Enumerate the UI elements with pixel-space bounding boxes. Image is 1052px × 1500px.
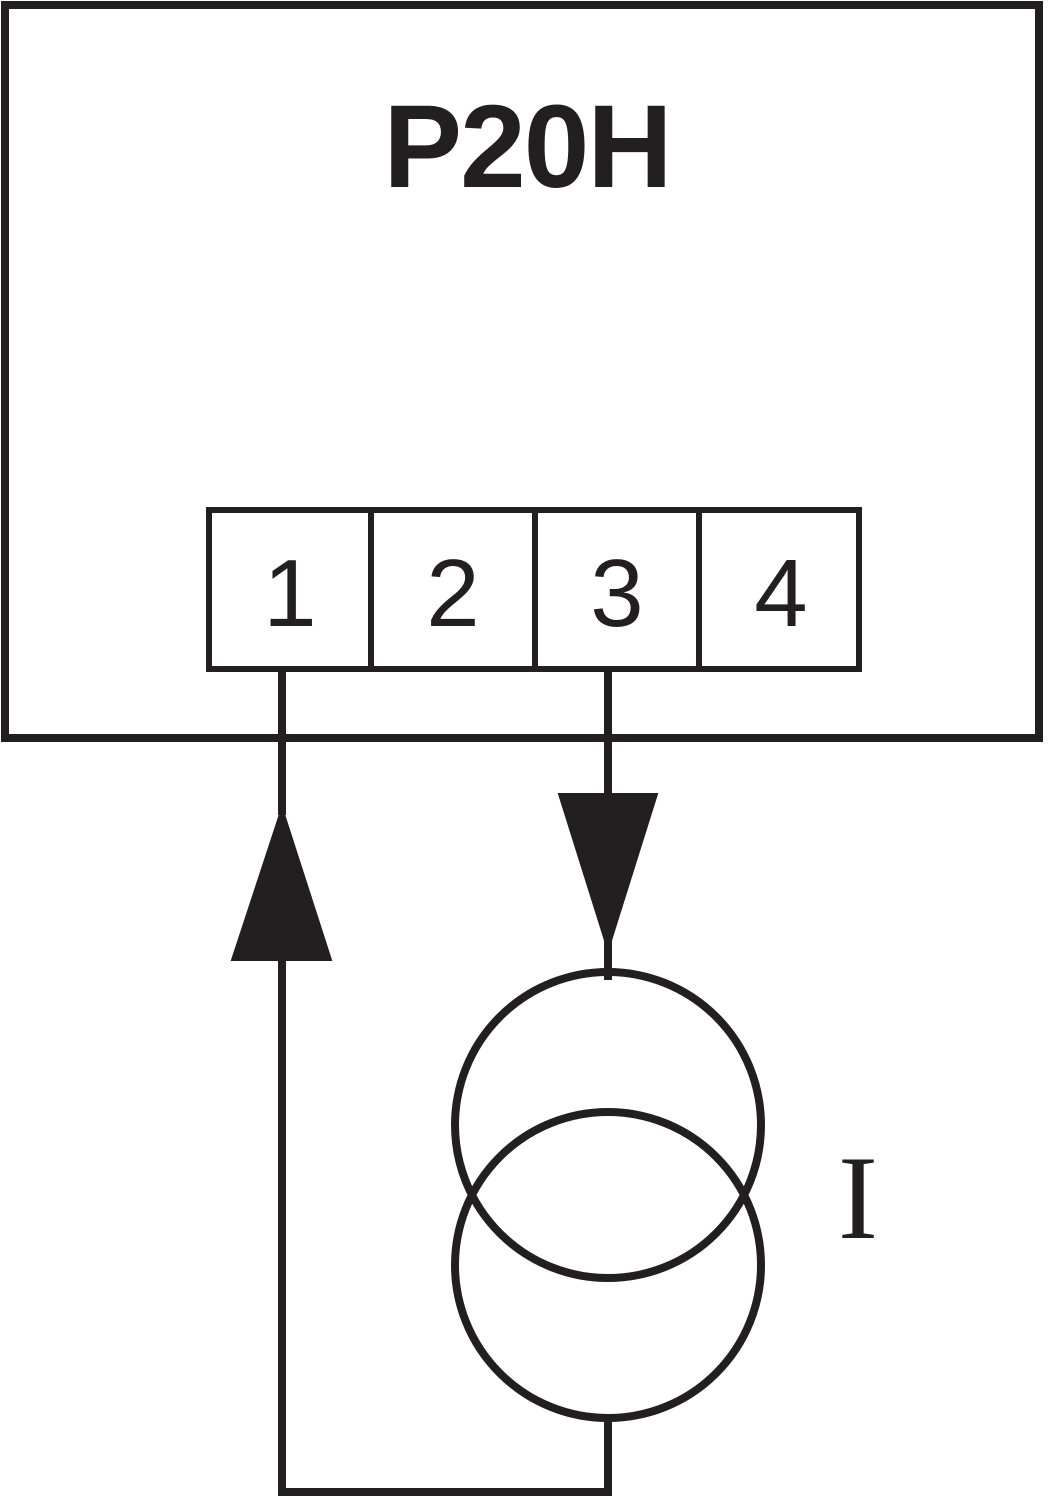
terminal-label-1[interactable]: 1 <box>263 540 316 647</box>
coil-circle-bottom <box>451 1108 765 1422</box>
terminal-label-4[interactable]: 4 <box>754 540 807 647</box>
device-title-label: P20H <box>383 81 670 213</box>
coil-circle-top <box>451 968 765 1282</box>
arrow-down-head-terminal-3 <box>557 793 659 954</box>
terminal-label-3[interactable]: 3 <box>590 540 643 647</box>
arrow-up-head-terminal-1 <box>230 804 333 961</box>
terminal-label-2[interactable]: 2 <box>426 540 479 647</box>
current-signal-label: I <box>838 1131 878 1264</box>
